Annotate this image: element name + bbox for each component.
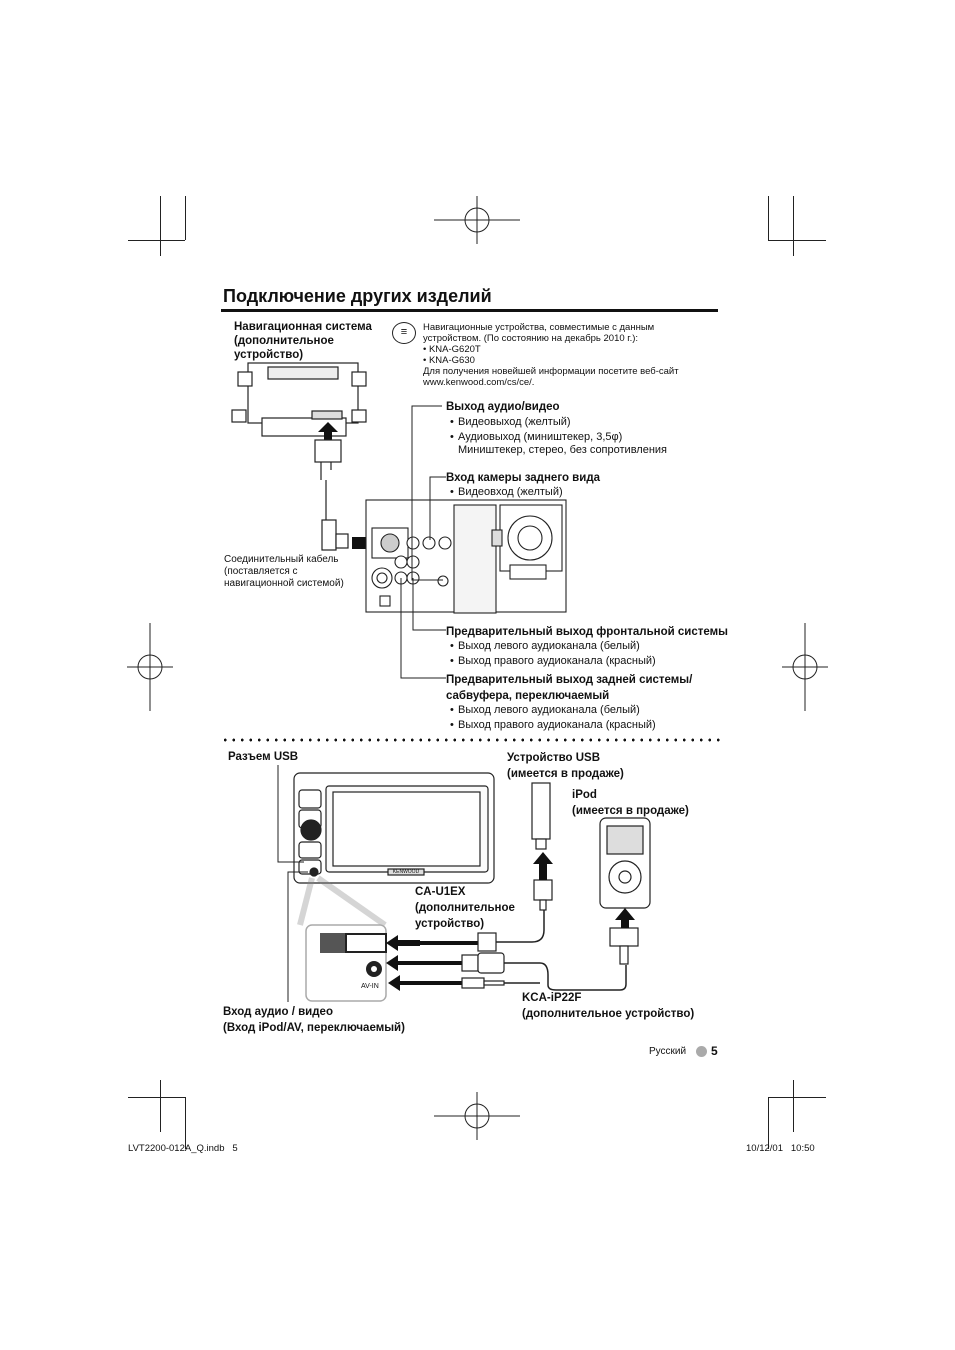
usb-jack-label: Разъем USB bbox=[228, 751, 299, 763]
list-item: Выход левого аудиоканала (белый) bbox=[450, 703, 656, 718]
usb-device-label-line: Устройство USB bbox=[507, 752, 601, 764]
note-icon: ≡ bbox=[392, 322, 416, 344]
av-input-label: Вход аудио / видео (Вход iPod/AV, перекл… bbox=[223, 1004, 405, 1036]
registration-mark-right bbox=[782, 623, 828, 711]
av-output-list: Видеовыход (желтый) Аудиовыход (миништек… bbox=[450, 415, 622, 444]
list-item: Выход правого аудиоканала (красный) bbox=[450, 718, 656, 733]
note-line: Навигационные устройства, совместимые с … bbox=[423, 322, 655, 333]
list-item: Видеовход (желтый) bbox=[450, 485, 563, 500]
list-item: Аудиовыход (миништекер, 3,5φ) bbox=[450, 430, 622, 445]
rear-preout-title: Предварительный выход задней системы/ са… bbox=[446, 672, 692, 704]
ca-u1ex-label: CA-U1EX (дополнительное устройство) bbox=[415, 884, 515, 932]
av-in-tag: AV-IN bbox=[361, 983, 379, 990]
list-item: Видеовыход (желтый) bbox=[450, 415, 622, 430]
kca-ip22f-label: KCA-iP22F (дополнительное устройство) bbox=[522, 990, 694, 1022]
front-preout-title: Предварительный выход фронтальной систем… bbox=[446, 626, 728, 638]
registration-mark-top bbox=[434, 196, 520, 244]
nav-label-line: устройство) bbox=[234, 349, 304, 361]
kca-label-line: KCA-iP22F bbox=[522, 992, 582, 1004]
rear-camera-title: Вход камеры заднего вида bbox=[446, 472, 601, 484]
av-input-label-line: (Вход iPod/AV, переключаемый) bbox=[223, 1022, 405, 1034]
model-item: • KNA-G620T bbox=[423, 344, 481, 355]
ipod-label-line: iPod bbox=[572, 789, 597, 801]
ca-u1ex-label-line: (дополнительное bbox=[415, 902, 515, 914]
model-name: KNA-G630 bbox=[428, 355, 475, 366]
av-output-title: Выход аудио/видео bbox=[446, 401, 560, 413]
nav-label-line: (дополнительное bbox=[234, 335, 334, 347]
title-rule bbox=[221, 309, 718, 312]
ipod-device bbox=[599, 817, 651, 965]
ipod-label-line: (имеется в продаже) bbox=[572, 805, 689, 817]
model-item: • KNA-G630 bbox=[423, 355, 475, 366]
rear-preout-list: Выход левого аудиоканала (белый) Выход п… bbox=[450, 703, 656, 732]
note-line: Для получения новейшей информации посети… bbox=[423, 366, 679, 377]
head-unit-rear bbox=[365, 499, 567, 614]
usb-stick bbox=[531, 782, 553, 911]
page-number: 5 bbox=[711, 1044, 718, 1058]
page-title: Подключение других изделий bbox=[223, 286, 492, 306]
ipod-label: iPod (имеется в продаже) bbox=[572, 787, 689, 819]
footer-file: LVT2200-012A_Q.indb 5 bbox=[128, 1143, 238, 1154]
head-unit-front bbox=[293, 772, 495, 884]
ca-u1ex-label-line: устройство) bbox=[415, 918, 485, 930]
cable-label-line: Соединительный кабель bbox=[224, 554, 339, 565]
registration-mark-bottom bbox=[434, 1092, 520, 1140]
usb-device-label: Устройство USB (имеется в продаже) bbox=[507, 750, 624, 782]
brand-badge: KENWOOD bbox=[392, 869, 420, 875]
nav-label-line: Навигационная система bbox=[234, 321, 372, 333]
navigation-unit bbox=[231, 362, 367, 437]
front-preout-list: Выход левого аудиоканала (белый) Выход п… bbox=[450, 639, 656, 668]
ca-u1ex-label-line: CA-U1EX bbox=[415, 886, 466, 898]
footer-stamp: 10/12/01 10:50 bbox=[746, 1143, 815, 1154]
compatibility-note: Навигационные устройства, совместимые с … bbox=[423, 322, 679, 388]
registration-mark-left bbox=[127, 623, 173, 711]
list-item: Выход правого аудиоканала (красный) bbox=[450, 654, 656, 669]
cable-label-line: (поставляется с bbox=[224, 566, 298, 577]
kca-label-line: (дополнительное устройство) bbox=[522, 1008, 695, 1020]
rear-camera-list: Видеовход (желтый) bbox=[450, 485, 563, 500]
cable-label-line: навигационной системой) bbox=[224, 578, 344, 589]
connection-cable-label: Соединительный кабель (поставляется с на… bbox=[224, 554, 344, 590]
av-output-subnote: Миништекер, стерео, без сопротивления bbox=[458, 444, 667, 456]
page-language: Русский bbox=[649, 1046, 687, 1057]
section-divider bbox=[221, 738, 721, 742]
av-input-label-line: Вход аудио / видео bbox=[223, 1006, 333, 1018]
rear-preout-title-line: сабвуфера, переключаемый bbox=[446, 690, 610, 702]
note-line: устройством. (По состоянию на декабрь 20… bbox=[423, 333, 639, 344]
model-name: KNA-G620T bbox=[428, 344, 481, 355]
page-dot-icon bbox=[696, 1046, 707, 1057]
usb-device-label-line: (имеется в продаже) bbox=[507, 768, 624, 780]
list-item: Выход левого аудиоканала (белый) bbox=[450, 639, 656, 654]
note-line: www.kenwood.com/cs/ce/. bbox=[423, 377, 535, 388]
rear-preout-title-line: Предварительный выход задней системы/ bbox=[446, 674, 693, 686]
navigation-system-label: Навигационная система (дополнительное ус… bbox=[234, 320, 372, 362]
